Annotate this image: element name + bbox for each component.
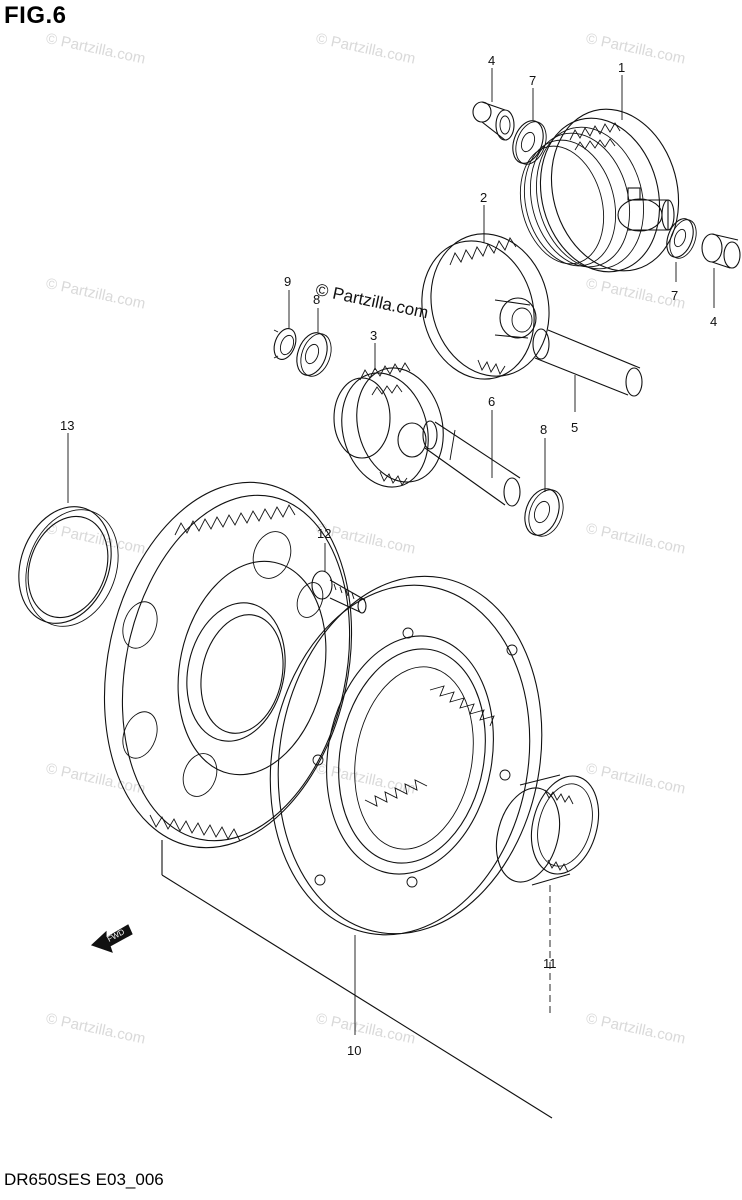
- part-7-washer-top: [512, 120, 547, 165]
- callout-9: 9: [284, 274, 291, 289]
- part-2-idle-gear: [421, 233, 550, 380]
- figure-title: FIG.6: [4, 2, 67, 29]
- callout-13: 13: [60, 418, 74, 433]
- part-6-shaft: [422, 420, 521, 507]
- callout-4-right: 4: [710, 314, 717, 329]
- part-7-washer-right: [666, 218, 697, 259]
- callout-2: 2: [480, 190, 487, 205]
- callout-5: 5: [571, 420, 578, 435]
- large-driven-gear: [103, 481, 353, 849]
- part-8-washer-lower: [524, 488, 564, 537]
- callout-7-top: 7: [529, 73, 536, 88]
- callout-8-lower: 8: [540, 422, 547, 437]
- part-11-one-way-clutch: [495, 774, 600, 886]
- callout-4-top: 4: [488, 53, 495, 68]
- callout-3: 3: [370, 328, 377, 343]
- part-3-gear: [333, 362, 444, 488]
- part-9-circlip: [273, 328, 297, 360]
- part-8-washer-upper: [296, 332, 332, 377]
- callout-7-right: 7: [671, 288, 678, 303]
- leader-lines: [67, 68, 715, 1119]
- part-13-ring: [18, 506, 119, 627]
- callout-8-upper: 8: [313, 292, 320, 307]
- fwd-arrow-icon: FWD: [90, 924, 133, 953]
- part-4-bushing-top: [472, 101, 515, 141]
- part-4-bushing-right: [701, 233, 741, 269]
- part-1-gear-cluster: [519, 108, 680, 273]
- callout-10: 10: [347, 1043, 361, 1058]
- callout-1: 1: [618, 60, 625, 75]
- part-10-starter-clutch: [269, 575, 543, 936]
- callout-6: 6: [488, 394, 495, 409]
- part-5-shaft: [532, 328, 643, 397]
- callout-11: 11: [543, 956, 557, 971]
- callout-12: 12: [317, 526, 331, 541]
- footer-code: DR650SES E03_006: [4, 1170, 164, 1189]
